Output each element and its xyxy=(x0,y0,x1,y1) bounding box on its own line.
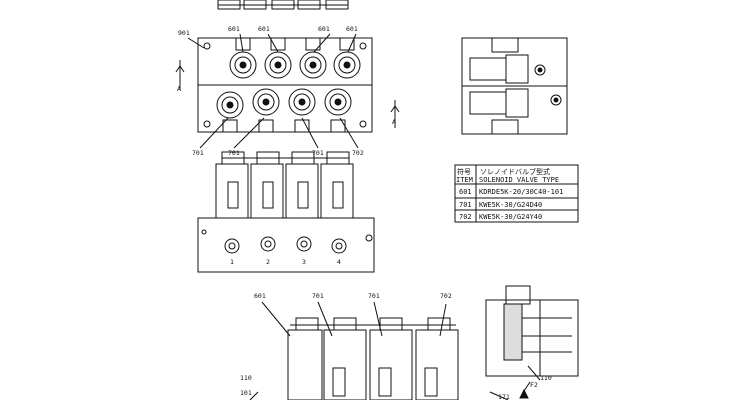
callout-601-a: 601 xyxy=(228,25,240,33)
table-row-item: 701 xyxy=(459,201,472,209)
front-connectors xyxy=(221,151,350,165)
manifold-block-front xyxy=(197,217,375,273)
table-row-type: KDRDE5K-20/30C40-101 xyxy=(479,188,563,196)
table-row-item: 601 xyxy=(459,188,472,196)
callout-701-a: 701 xyxy=(192,149,204,157)
table-row-type: KWE5K-30/G24D40 xyxy=(479,201,542,209)
callout-701-c: 701 xyxy=(312,149,324,157)
callout-171: 171 xyxy=(498,393,510,400)
callout-labels: 901 601 601 601 601 701 701 701 702 A A … xyxy=(177,25,552,400)
port-label-4: 4 xyxy=(337,258,341,266)
callout-110-left: 110 xyxy=(240,374,252,382)
solenoid-valve-table: 符号 ITEM ソレノイドバルブ型式 SOLENOID VALVE TYPE 6… xyxy=(454,164,579,223)
front-view xyxy=(197,151,375,273)
table-header-item-jp: 符号 xyxy=(457,167,471,176)
callout-f2: F2 xyxy=(530,381,538,389)
bottom-detail-view xyxy=(485,285,579,400)
callout-601-d: 601 xyxy=(346,25,358,33)
lower-solenoid-row xyxy=(216,88,352,133)
top-view xyxy=(175,33,400,149)
callout-101: 101 xyxy=(240,389,252,397)
port-label-2: 2 xyxy=(266,258,270,266)
table-header-type-en: SOLENOID VALVE TYPE xyxy=(479,176,559,184)
table-header-item-en: ITEM xyxy=(456,176,473,184)
table-header-type-jp: ソレノイドバルブ型式 xyxy=(480,167,550,176)
front-coils xyxy=(215,163,354,219)
callout-701-b: 701 xyxy=(228,149,240,157)
callout-701-bottom-a: 701 xyxy=(312,292,324,300)
callout-701-bottom-b: 701 xyxy=(368,292,380,300)
top-cropped-connectors xyxy=(217,0,349,10)
callout-601-c: 601 xyxy=(318,25,330,33)
table-row-type: KWE5K-30/G24Y40 xyxy=(479,213,542,221)
section-marker-a-right: A xyxy=(392,118,396,126)
port-label-3: 3 xyxy=(302,258,306,266)
callout-702-a: 702 xyxy=(352,149,364,157)
callout-601-bottom: 601 xyxy=(254,292,266,300)
section-marker-a-left: A xyxy=(177,85,181,93)
upper-solenoid-row xyxy=(229,37,361,79)
side-view xyxy=(461,37,568,135)
callout-901: 901 xyxy=(178,29,190,37)
callout-601-b: 601 xyxy=(258,25,270,33)
bottom-assembly-view xyxy=(249,301,459,400)
callout-702-bottom: 702 xyxy=(440,292,452,300)
port-label-1: 1 xyxy=(230,258,234,266)
callout-110-right: 110 xyxy=(540,374,552,382)
table-row-item: 702 xyxy=(459,213,472,221)
